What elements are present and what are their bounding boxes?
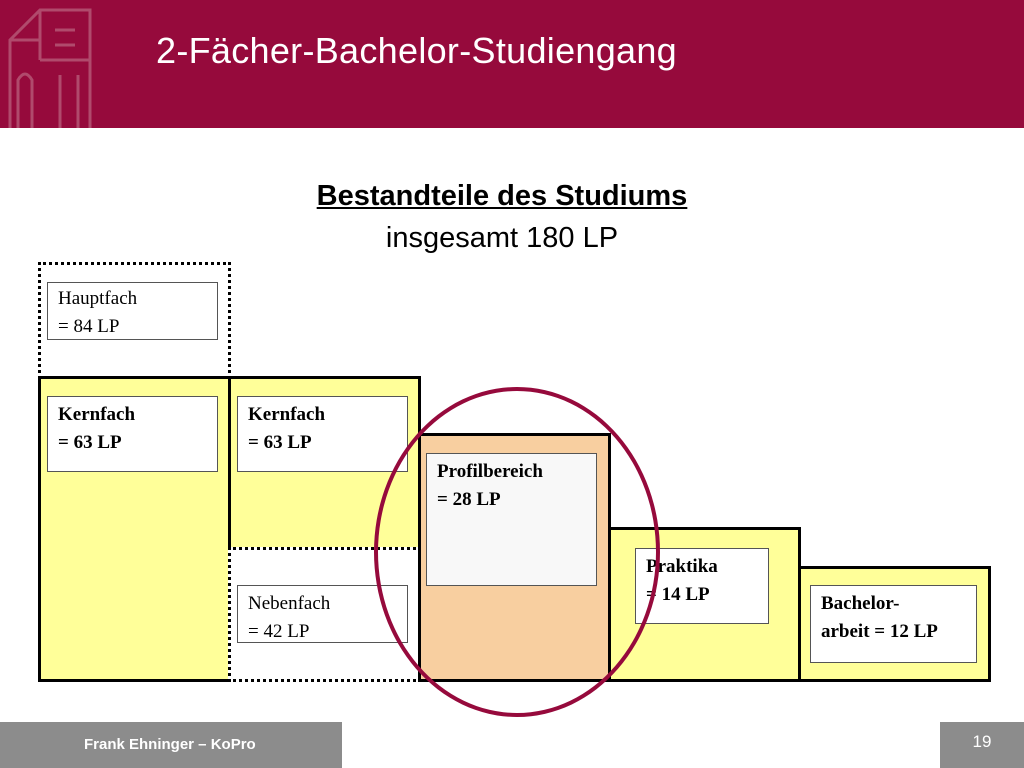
- hauptfach-label: Hauptfach = 84 LP: [47, 282, 218, 340]
- header-bar: 2-Fächer-Bachelor-Studiengang: [0, 0, 1024, 128]
- kernfach2-credits: = 63 LP: [248, 432, 312, 453]
- footer-page-bar: 19: [940, 722, 1024, 768]
- kernfach1-name: Kernfach: [58, 404, 136, 425]
- diagram-subheading: insgesamt 180 LP: [385, 222, 619, 254]
- bachelorarbeit-credits: arbeit = 12 LP: [821, 621, 938, 642]
- diagram-heading: Bestandteile des Studiums: [316, 180, 688, 212]
- praktika-label: Praktika = 14 LP: [635, 548, 769, 624]
- footer-author: Frank Ehninger – KoPro: [84, 736, 256, 753]
- praktika-credits: = 14 LP: [646, 584, 710, 605]
- nebenfach-label: Nebenfach = 42 LP: [237, 585, 408, 643]
- profilbereich-name: Profilbereich: [437, 461, 543, 482]
- nebenfach-name: Nebenfach: [248, 593, 331, 614]
- slide-title: 2-Fächer-Bachelor-Studiengang: [156, 30, 677, 71]
- kernfach1-label: Kernfach = 63 LP: [47, 396, 218, 472]
- profilbereich-label: Profilbereich = 28 LP: [426, 453, 597, 586]
- bachelorarbeit-name: Bachelor-: [821, 593, 900, 614]
- building-outline-icon: [8, 8, 92, 128]
- kernfach2-name: Kernfach: [248, 404, 326, 425]
- profilbereich-credits: = 28 LP: [437, 489, 501, 510]
- page-number: 19: [972, 732, 992, 751]
- hauptfach-credits: = 84 LP: [58, 316, 120, 337]
- nebenfach-credits: = 42 LP: [248, 621, 310, 642]
- bachelorarbeit-label: Bachelor- arbeit = 12 LP: [810, 585, 977, 663]
- kernfach1-credits: = 63 LP: [58, 432, 122, 453]
- hauptfach-name: Hauptfach: [58, 288, 138, 309]
- praktika-name: Praktika: [646, 556, 718, 577]
- kernfach2-label: Kernfach = 63 LP: [237, 396, 408, 472]
- footer-author-bar: Frank Ehninger – KoPro: [0, 722, 342, 768]
